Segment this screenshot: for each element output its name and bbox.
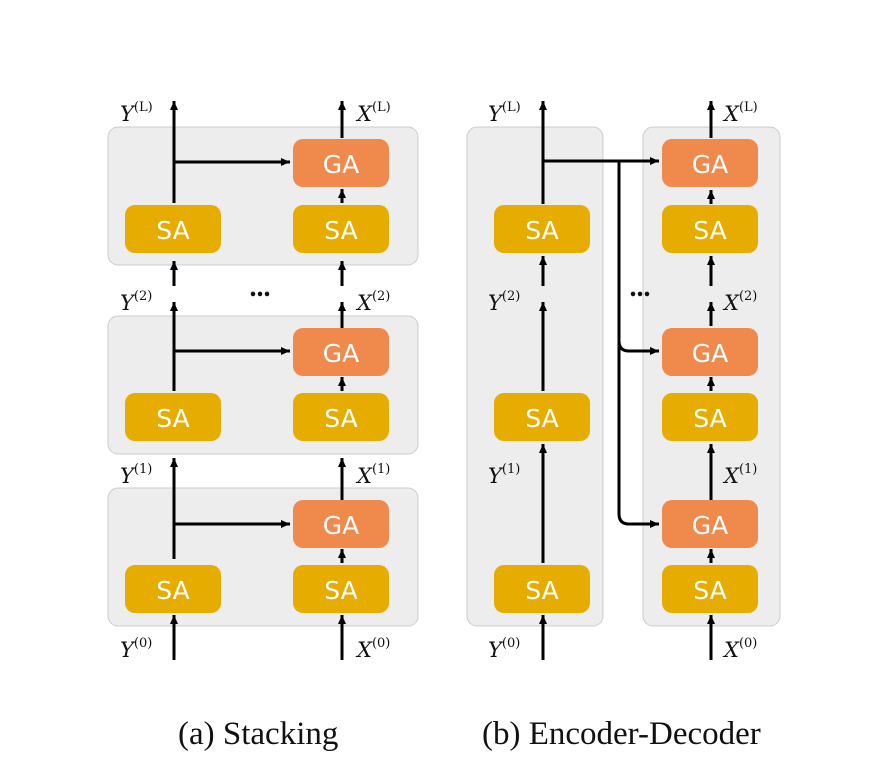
ga-block: GA <box>293 500 389 548</box>
ga-label: GA <box>323 339 359 368</box>
label-y0: Y(0) <box>120 636 152 662</box>
label-y1: Y(1) <box>120 462 152 488</box>
label-enc-yL: Y(L) <box>488 100 521 126</box>
sa-label: SA <box>324 216 357 245</box>
sa-block: SA <box>662 205 758 253</box>
sa-label: SA <box>693 404 726 433</box>
ga-label: GA <box>323 150 359 179</box>
label-yL: Y(L) <box>120 100 153 126</box>
ellipsis-stacking: ... <box>250 272 271 303</box>
enc-to-ga-bottom-arrow <box>617 341 659 528</box>
sa-block: SA <box>125 205 221 253</box>
encoder-panel <box>466 126 604 627</box>
sa-label: SA <box>525 404 558 433</box>
label-dec-xL: X(L) <box>722 100 758 126</box>
sa-block: SA <box>662 393 758 441</box>
sa-block: SA <box>494 393 590 441</box>
sa-block: SA <box>494 565 590 613</box>
ga-block: GA <box>293 139 389 187</box>
label-x2: X(2) <box>355 289 390 315</box>
encoder-decoder-diagram: SA SA SA SA SA SA GA GA <box>466 100 781 662</box>
label-dec-x2: X(2) <box>722 289 757 315</box>
label-enc-y1: Y(1) <box>488 462 520 488</box>
caption-stacking: (a) Stacking <box>178 716 339 752</box>
ga-label: GA <box>692 150 728 179</box>
stacking-diagram: SA SA SA SA SA SA GA GA <box>107 100 419 662</box>
sa-label: SA <box>693 216 726 245</box>
ga-block: GA <box>293 328 389 376</box>
sa-label: SA <box>525 216 558 245</box>
sa-label: SA <box>156 404 189 433</box>
sa-block: SA <box>662 565 758 613</box>
ga-block: GA <box>662 328 758 376</box>
ga-label: GA <box>323 511 359 540</box>
sa-label: SA <box>324 576 357 605</box>
sa-block: SA <box>293 565 389 613</box>
label-x1: X(1) <box>355 462 390 488</box>
label-y2: Y(2) <box>120 289 152 315</box>
ellipsis-encoder-decoder: ... <box>630 272 651 303</box>
sa-block: SA <box>293 393 389 441</box>
sa-block: SA <box>293 205 389 253</box>
ga-label: GA <box>692 339 728 368</box>
ga-block: GA <box>662 139 758 187</box>
caption-encoder-decoder: (b) Encoder-Decoder <box>482 716 761 752</box>
label-dec-x0: X(0) <box>722 636 757 662</box>
ga-label: GA <box>692 511 728 540</box>
sa-label: SA <box>525 576 558 605</box>
sa-label: SA <box>156 216 189 245</box>
sa-label: SA <box>693 576 726 605</box>
sa-block: SA <box>125 393 221 441</box>
label-enc-y2: Y(2) <box>488 289 520 315</box>
sa-block: SA <box>125 565 221 613</box>
label-dec-x1: X(1) <box>722 462 757 488</box>
label-x0: X(0) <box>355 636 390 662</box>
ga-block: GA <box>662 500 758 548</box>
label-xL: X(L) <box>355 100 391 126</box>
sa-label: SA <box>324 404 357 433</box>
sa-label: SA <box>156 576 189 605</box>
label-enc-y0: Y(0) <box>488 636 520 662</box>
sa-block: SA <box>494 205 590 253</box>
